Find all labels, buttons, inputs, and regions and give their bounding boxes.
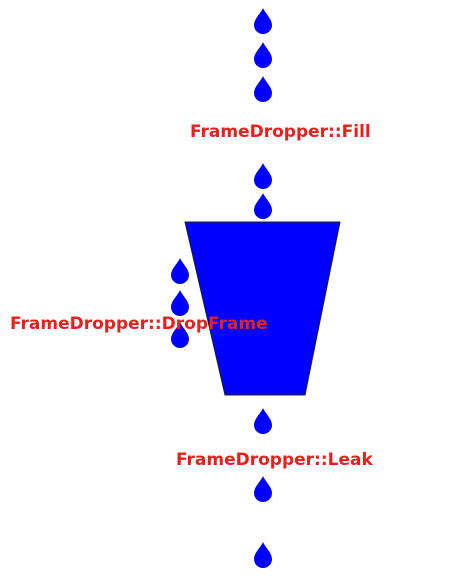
water-drop-icon — [254, 193, 272, 219]
water-drop-icon — [254, 542, 272, 568]
water-drop-icon — [171, 290, 189, 316]
leak-label: FrameDropper::Leak — [176, 450, 373, 470]
drop-frame-label: FrameDropper::DropFrame — [10, 314, 268, 334]
water-drop-icon — [171, 258, 189, 284]
water-drop-icon — [254, 76, 272, 102]
water-drop-icon — [254, 163, 272, 189]
water-drop-icon — [254, 8, 272, 34]
water-drop-icon — [254, 476, 272, 502]
leaky-bucket-icon — [184, 221, 341, 396]
water-drop-icon — [254, 42, 272, 68]
water-drop-icon — [254, 408, 272, 434]
fill-label: FrameDropper::Fill — [190, 122, 371, 142]
